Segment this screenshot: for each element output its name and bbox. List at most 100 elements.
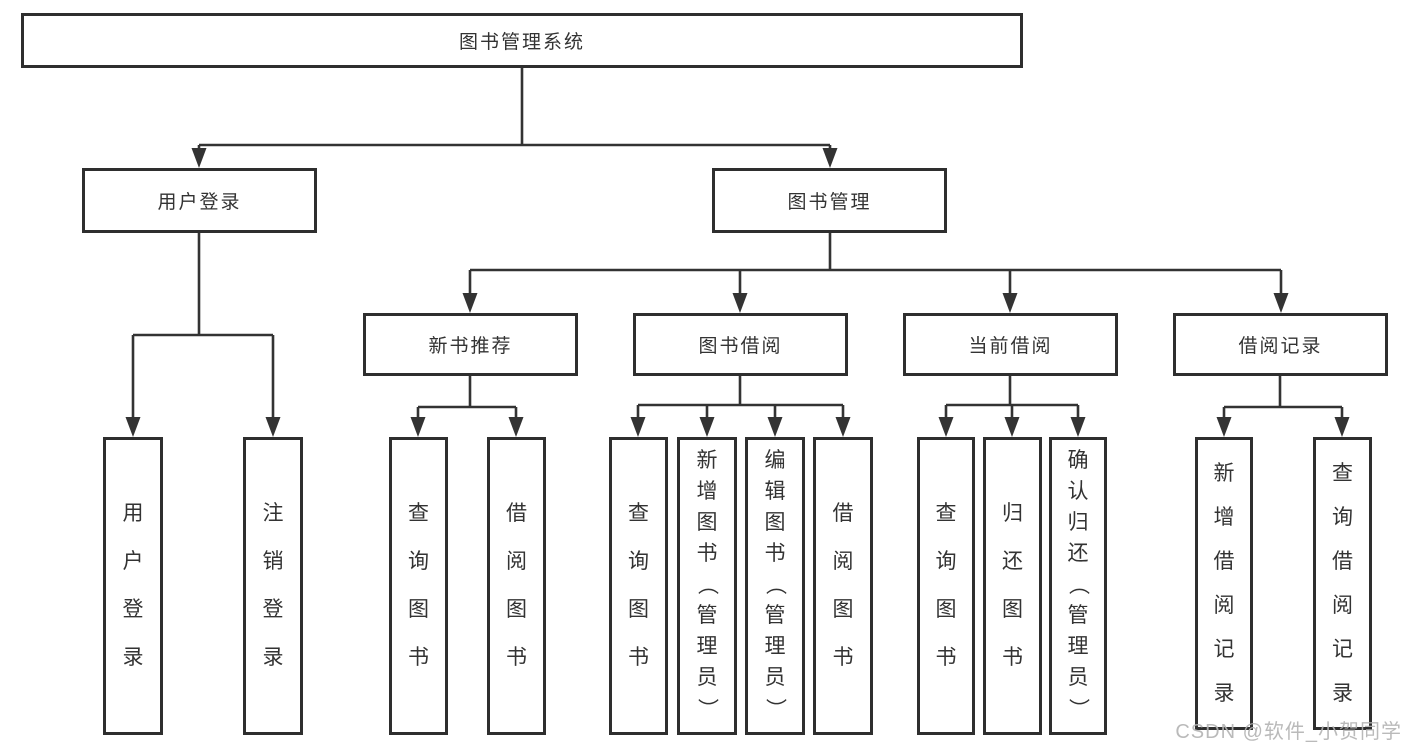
- node-label-char: 用: [122, 502, 144, 525]
- node-leaf-query-books-1: 查询图书: [389, 437, 448, 735]
- node-label-char: 借: [832, 502, 854, 525]
- node-label-char: 管: [696, 604, 718, 627]
- node-label-char: 阅: [1213, 593, 1235, 617]
- node-leaf-confirm-return: 确认归还（管理员）: [1049, 437, 1107, 735]
- node-current-borrow: 当前借阅: [903, 313, 1118, 376]
- node-label-char: 注: [262, 502, 284, 525]
- node-label-char: 录: [122, 646, 144, 669]
- node-label-char: 阅: [832, 550, 854, 573]
- node-leaf-return-books: 归还图书: [983, 437, 1042, 735]
- node-label-char: 询: [935, 550, 957, 573]
- node-label-char: 图: [832, 598, 854, 621]
- node-label-char: 图: [935, 598, 957, 621]
- node-new-books: 新书推荐: [363, 313, 578, 376]
- node-label-char: 理: [696, 635, 718, 658]
- node-label: 图书借阅: [698, 336, 783, 357]
- node-label-char: 阅: [506, 550, 527, 573]
- node-label-char: 新: [696, 449, 718, 472]
- node-label-char: 归: [1067, 511, 1089, 534]
- node-label-char: 还: [1002, 550, 1023, 573]
- node-label: 借阅记录: [1238, 336, 1323, 357]
- node-label-char: 书: [764, 542, 786, 565]
- watermark: CSDN @软件_小贺同学: [1175, 721, 1402, 743]
- node-label-char: 查: [408, 502, 429, 525]
- arrowhead-icon: [835, 417, 851, 437]
- arrowhead-icon: [938, 417, 954, 437]
- node-leaf-edit-books: 编辑图书（管理员）: [745, 437, 805, 735]
- node-borrow-records: 借阅记录: [1173, 313, 1388, 376]
- node-system: 图书管理系统: [21, 13, 1023, 68]
- node-label-char: 确: [1067, 449, 1089, 472]
- node-label-char: 登: [262, 598, 284, 621]
- node-label-char: 书: [935, 646, 957, 669]
- node-label-char: ）: [1066, 698, 1090, 719]
- arrowhead-icon: [1273, 293, 1289, 313]
- arrowhead-icon: [462, 293, 478, 313]
- node-label-char: 还: [1067, 542, 1089, 565]
- arrowhead-icon: [822, 148, 838, 168]
- arrowhead-icon: [1002, 293, 1018, 313]
- node-leaf-query-record: 查询借阅记录: [1313, 437, 1372, 730]
- node-label-char: 录: [1213, 681, 1235, 705]
- node-label-char: 阅: [1332, 593, 1353, 617]
- node-label-char: 户: [122, 550, 144, 573]
- node-label-char: 增: [696, 480, 718, 503]
- node-label-char: （: [763, 574, 787, 595]
- node-label-char: ）: [695, 698, 719, 719]
- arrowhead-icon: [1216, 417, 1232, 437]
- node-label: 图书管理系统: [458, 32, 585, 53]
- node-leaf-add-record: 新增借阅记录: [1195, 437, 1253, 730]
- node-label-char: 书: [696, 542, 718, 565]
- node-label-char: 借: [506, 502, 527, 525]
- node-leaf-query-books-2: 查询图书: [609, 437, 668, 735]
- node-label-char: 询: [628, 550, 649, 573]
- node-label-char: 图: [1002, 598, 1023, 621]
- node-label-char: 销: [262, 550, 284, 573]
- arrowhead-icon: [1334, 417, 1350, 437]
- arrowhead-icon: [767, 417, 783, 437]
- node-label-char: 登: [122, 598, 144, 621]
- node-label-char: 图: [628, 598, 649, 621]
- node-leaf-logout: 注销登录: [243, 437, 303, 735]
- node-label: 用户登录: [157, 192, 242, 213]
- node-label-char: 员: [1067, 666, 1089, 689]
- node-label-char: 认: [1067, 480, 1089, 503]
- node-label-char: （: [695, 574, 719, 595]
- node-label-char: 书: [506, 646, 527, 669]
- node-leaf-user-login: 用户登录: [103, 437, 163, 735]
- node-label-char: 查: [935, 502, 957, 525]
- node-leaf-borrow-books-2: 借阅图书: [813, 437, 873, 735]
- node-label-char: 理: [1067, 635, 1089, 658]
- node-label-char: 管: [764, 604, 786, 627]
- node-label-char: 书: [832, 646, 854, 669]
- node-label-char: 书: [628, 646, 649, 669]
- arrowhead-icon: [508, 417, 524, 437]
- node-label-char: 查: [628, 502, 649, 525]
- node-label-char: 查: [1332, 461, 1353, 485]
- arrowhead-icon: [1070, 417, 1086, 437]
- arrowhead-icon: [125, 417, 141, 437]
- node-label-char: 记: [1332, 637, 1353, 661]
- node-label-char: 归: [1002, 502, 1023, 525]
- node-label-char: 借: [1332, 549, 1353, 573]
- node-label-char: 借: [1213, 549, 1235, 573]
- node-label: 图书管理: [787, 192, 872, 213]
- node-leaf-add-books: 新增图书 （ 管理员 ）: [677, 437, 737, 735]
- node-user-login: 用户登录: [82, 168, 317, 233]
- node-label: 当前借阅: [968, 336, 1053, 357]
- node-label: 新书推荐: [428, 336, 513, 357]
- node-label-char: 理: [764, 635, 786, 658]
- arrowhead-icon: [630, 417, 646, 437]
- node-label-char: 图: [696, 511, 718, 534]
- node-label-char: 图: [408, 598, 429, 621]
- node-label-char: ）: [763, 698, 787, 719]
- arrowhead-icon: [1004, 417, 1020, 437]
- node-label-char: （: [1066, 574, 1090, 595]
- arrowhead-icon: [699, 417, 715, 437]
- node-label-char: 员: [696, 666, 718, 689]
- node-label-char: 录: [262, 646, 284, 669]
- arrowhead-icon: [191, 148, 207, 168]
- node-label-char: 询: [408, 550, 429, 573]
